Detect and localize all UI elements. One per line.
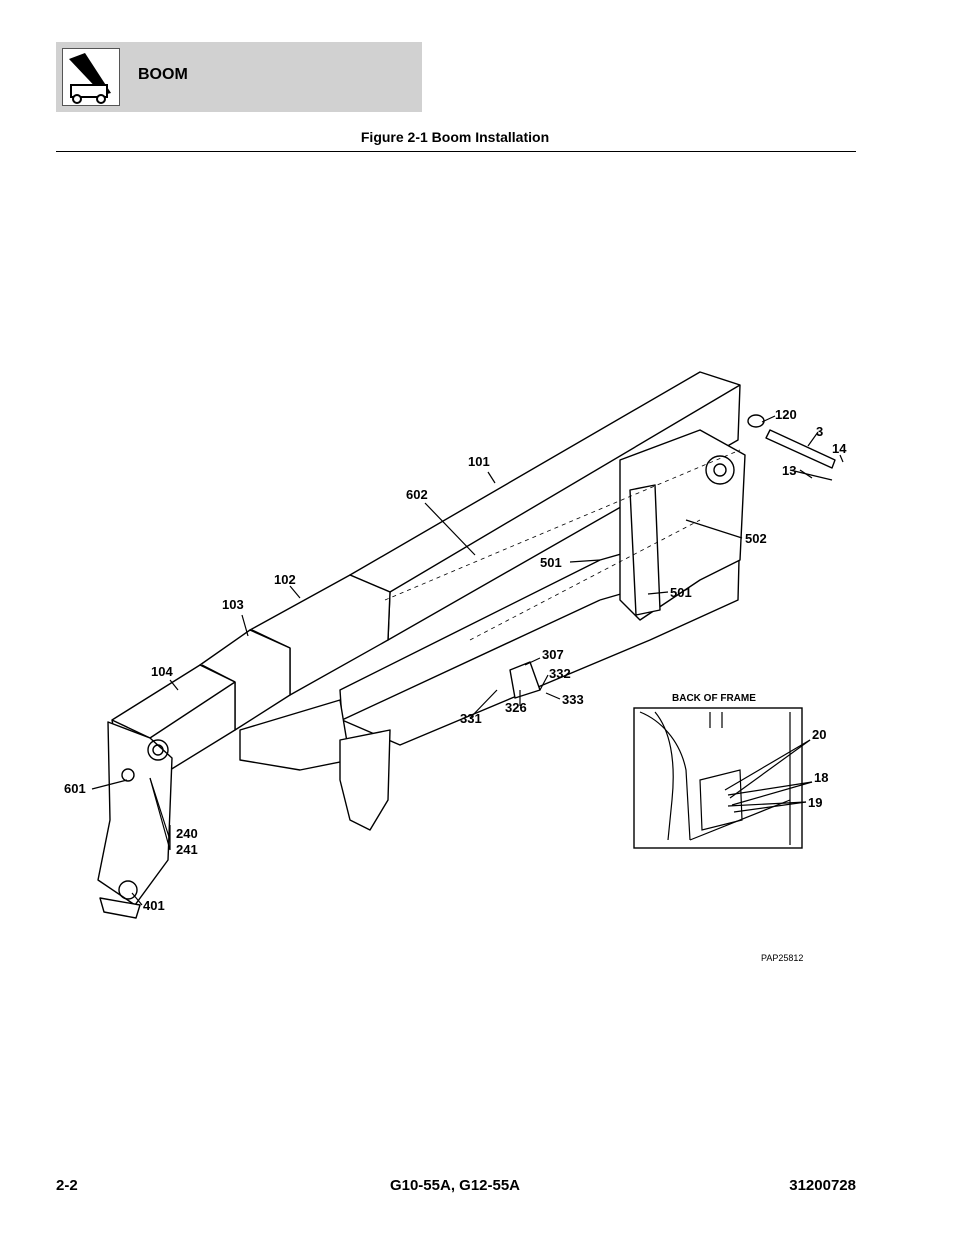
callout-332: 332 <box>549 666 571 681</box>
drawing-id: PAP25812 <box>761 953 803 963</box>
callout-20: 20 <box>812 727 826 742</box>
pin-3 <box>765 429 836 469</box>
footer-model: G10-55A, G12-55A <box>389 1177 521 1194</box>
callout-14: 14 <box>832 441 847 456</box>
callout-501-upper: 501 <box>540 555 562 570</box>
callout-19: 19 <box>808 795 822 810</box>
telehandler-icon <box>62 48 120 106</box>
callout-103: 103 <box>222 597 244 612</box>
callout-602: 602 <box>406 487 428 502</box>
callout-102: 102 <box>274 572 296 587</box>
footer-doc-number: 31200728 <box>789 1177 856 1194</box>
callout-333: 333 <box>562 692 584 707</box>
callout-3: 3 <box>816 424 823 439</box>
callout-101: 101 <box>468 454 490 469</box>
header-rule <box>56 151 856 152</box>
inset-title: BACK OF FRAME <box>672 693 756 704</box>
callout-502: 502 <box>745 531 767 546</box>
section-header: BOOM <box>56 42 422 112</box>
callout-331: 331 <box>460 711 482 726</box>
callout-501-lower: 501 <box>670 585 692 600</box>
callout-326: 326 <box>505 700 527 715</box>
callout-401: 401 <box>143 898 165 913</box>
footer-page-number: 2-2 <box>56 1177 78 1194</box>
callout-601: 601 <box>64 781 86 796</box>
lift-cylinder <box>629 484 661 616</box>
callout-120: 120 <box>775 407 797 422</box>
callout-307: 307 <box>542 647 564 662</box>
callout-18: 18 <box>814 770 828 785</box>
figure-title: Figure 2-1 Boom Installation <box>360 129 550 145</box>
callout-241: 241 <box>176 842 198 857</box>
callout-240: 240 <box>176 826 198 841</box>
callout-104: 104 <box>151 664 173 679</box>
callout-13: 13 <box>782 463 796 478</box>
section-title: BOOM <box>138 66 188 83</box>
